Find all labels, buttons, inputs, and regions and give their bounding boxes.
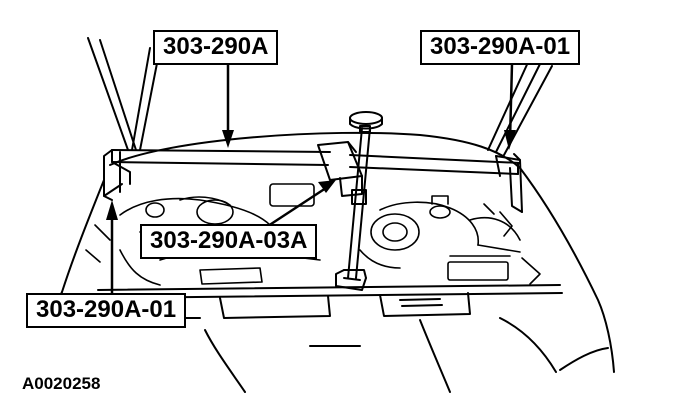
vehicle-body-outline xyxy=(55,131,615,393)
arrow-bar-tool xyxy=(222,130,234,148)
callout-right-support: 303-290A-01 xyxy=(420,30,581,65)
support-bar xyxy=(111,149,521,175)
arrow-hook-bar xyxy=(318,180,336,193)
hook-rod xyxy=(335,111,383,291)
right-support-foot xyxy=(495,153,523,213)
leader-right-support xyxy=(508,62,514,142)
arrow-right-support xyxy=(504,130,516,150)
figure-id: A0020258 xyxy=(22,374,101,393)
left-support-foot xyxy=(103,149,131,201)
callout-left-support: 303-290A-01 xyxy=(26,293,187,328)
leader-lines xyxy=(106,62,516,295)
raised-hood xyxy=(87,37,553,156)
arrow-left-support xyxy=(106,200,118,220)
leader-hook-bar xyxy=(266,186,328,228)
callout-hook-bar: 303-290A-03A xyxy=(140,224,318,259)
callout-bar-tool: 303-290A xyxy=(153,30,279,65)
